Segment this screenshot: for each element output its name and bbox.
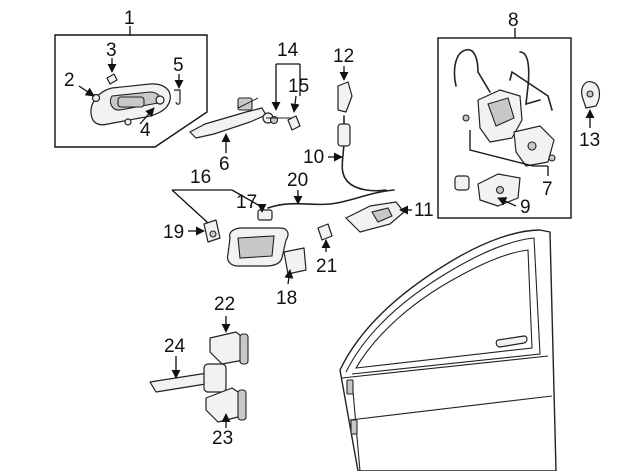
door-checker-body xyxy=(203,363,227,393)
label-24: 24 xyxy=(164,336,186,357)
label-23: 23 xyxy=(212,428,233,449)
protector-hole xyxy=(495,185,505,195)
label-14: 14 xyxy=(277,40,299,61)
leader-4 xyxy=(139,107,155,125)
handle-bracket xyxy=(189,107,267,139)
outside-handle-group xyxy=(54,26,208,148)
inside-handle-cable xyxy=(267,189,395,209)
leader-9 xyxy=(497,197,517,207)
label-12: 12 xyxy=(333,46,354,67)
handle-screw xyxy=(124,118,132,126)
leader-15 xyxy=(290,95,300,113)
group-box-1 xyxy=(54,34,208,148)
bracket-rod xyxy=(237,97,259,109)
door-body-crease xyxy=(349,395,553,421)
label-21: 21 xyxy=(316,256,337,277)
striker-bolt xyxy=(586,90,594,98)
label-2: 2 xyxy=(64,70,75,91)
door-window-frame xyxy=(345,237,541,375)
label-1: 1 xyxy=(124,8,135,29)
striker-group xyxy=(581,81,601,128)
actuator-knob xyxy=(371,207,393,223)
door-hinge-mark-b xyxy=(350,419,358,435)
label-18: 18 xyxy=(276,288,297,309)
actuator-clip xyxy=(317,223,333,241)
latch-screw-c xyxy=(548,154,556,162)
latch-group xyxy=(437,28,572,219)
label-13: 13 xyxy=(579,130,600,151)
upper-hinge-pin xyxy=(239,333,249,365)
door-belt-line xyxy=(341,355,549,379)
label-20: 20 xyxy=(287,170,308,191)
label-7: 7 xyxy=(542,179,553,200)
latch-screw-a xyxy=(527,141,537,151)
latch-rod-b xyxy=(519,51,541,106)
label-15: 15 xyxy=(288,76,309,97)
label-22: 22 xyxy=(214,294,235,315)
label-19: 19 xyxy=(163,222,184,243)
label-11: 11 xyxy=(414,200,434,221)
label-6: 6 xyxy=(219,154,230,175)
handle-spring xyxy=(174,89,181,105)
lock-cylinder-cap xyxy=(337,81,353,113)
rod-clip xyxy=(287,115,301,131)
latch-bushing xyxy=(454,175,470,191)
rod-bracket-group xyxy=(189,63,301,153)
latch-rod-a xyxy=(453,48,491,93)
handle-pad xyxy=(106,73,118,85)
inside-handle-clip xyxy=(257,209,273,221)
leader-18 xyxy=(284,269,294,285)
lower-hinge-pin xyxy=(237,389,247,421)
label-5: 5 xyxy=(173,55,184,76)
label-9: 9 xyxy=(520,197,531,218)
label-4: 4 xyxy=(140,120,151,141)
leader-2 xyxy=(78,85,95,97)
door-outer-handle xyxy=(495,335,528,348)
door-hinge-mark-a xyxy=(346,379,354,395)
door-window-inner xyxy=(354,249,533,369)
group-box-8 xyxy=(437,37,572,219)
handle-protector xyxy=(117,96,145,108)
label-17: 17 xyxy=(236,192,257,213)
label-3: 3 xyxy=(106,40,117,61)
door-shell xyxy=(339,229,557,471)
leader-7 xyxy=(469,130,548,167)
door-panel xyxy=(339,229,557,471)
label-16: 16 xyxy=(190,167,211,188)
inside-cable-group xyxy=(267,189,412,252)
cable-boot xyxy=(337,123,351,147)
cylinder-cable-group xyxy=(328,66,387,192)
inside-handle-group xyxy=(171,189,307,285)
callout-labels: 1 2 3 4 5 6 7 8 9 10 11 12 13 14 15 16 1… xyxy=(64,8,600,449)
lock-cable xyxy=(341,115,387,192)
latch-screw-b xyxy=(462,114,470,122)
label-10: 10 xyxy=(303,147,324,168)
handle-cap-screw xyxy=(209,230,217,238)
label-8: 8 xyxy=(508,10,519,31)
handle-seal xyxy=(155,95,165,105)
handle-cover xyxy=(283,247,307,275)
hinge-checker-group xyxy=(149,316,249,428)
inside-handle-lever xyxy=(237,235,275,259)
latch-actuator xyxy=(487,97,515,127)
latch-rod-c xyxy=(509,70,553,111)
